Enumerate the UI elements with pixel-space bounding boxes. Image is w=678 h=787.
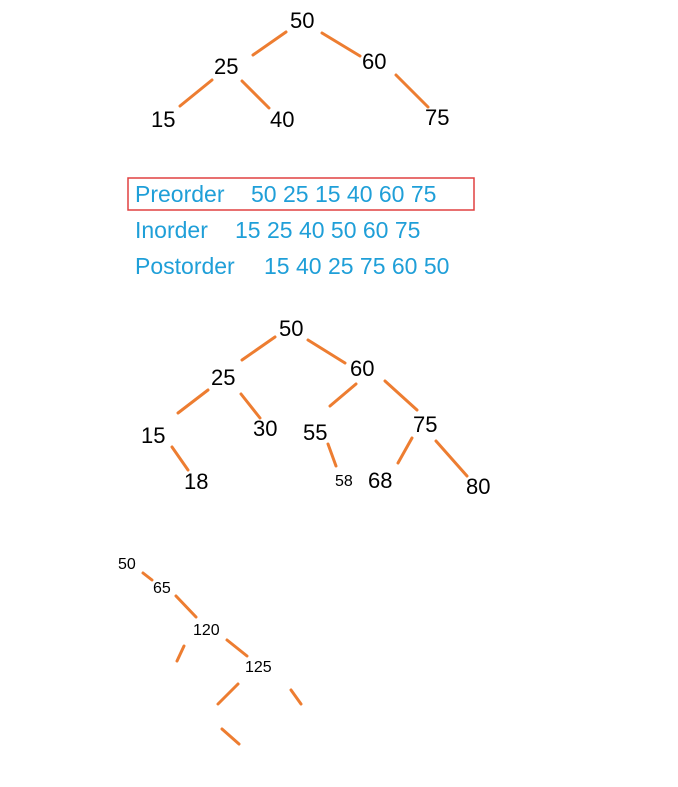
tree2-edge-60-75	[383, 379, 419, 412]
tree1-node-40: 40	[270, 107, 294, 132]
tree-2: 50 25 60 15 30 55 75 18 58 68 80	[141, 316, 490, 499]
tree3-node-125: 125	[245, 659, 272, 676]
tree1-node-60: 60	[362, 49, 386, 74]
tree3-node-50: 50	[118, 556, 136, 573]
tree3-edge-120-left-stub	[175, 644, 186, 663]
tree-1: 50 25 60 15 40 75	[151, 8, 449, 132]
tree1-edge-60-75	[394, 73, 430, 109]
tree1-edge-50-60	[320, 31, 362, 58]
postorder-values: 15 40 25 75 60 50	[264, 253, 449, 279]
tree1-edge-25-40	[240, 79, 271, 110]
preorder-highlight-box	[127, 177, 475, 211]
tree3-node-65: 65	[153, 580, 171, 597]
tree2-edge-60-55	[328, 382, 358, 408]
preorder-values: 50 25 15 40 60 75	[251, 181, 436, 207]
postorder-line: Postorder 15 40 25 75 60 50	[135, 253, 449, 279]
tree1-node-15: 15	[151, 107, 175, 132]
tree2-node-60: 60	[350, 356, 374, 381]
inorder-label: Inorder	[135, 217, 208, 243]
tree2-node-25: 25	[211, 365, 235, 390]
inorder-values: 15 25 40 50 60 75	[235, 217, 420, 243]
tree1-edge-25-15	[178, 78, 214, 108]
tree3-node-120: 120	[193, 622, 220, 639]
tree2-node-55: 55	[303, 420, 327, 445]
tree2-node-80: 80	[466, 474, 490, 499]
tree2-edge-75-80	[434, 439, 469, 478]
tree2-node-50: 50	[279, 316, 303, 341]
tree3-edge-lower-stub	[220, 727, 241, 746]
preorder-label: Preorder	[135, 181, 225, 207]
tree2-edge-50-60	[306, 338, 347, 365]
tree2-edge-55-58	[326, 442, 338, 468]
inorder-line: Inorder 15 25 40 50 60 75	[135, 217, 420, 243]
tree2-edge-15-18	[170, 445, 190, 472]
tree1-node-25: 25	[214, 54, 238, 79]
tree2-edge-50-25	[240, 335, 277, 362]
tree1-node-75: 75	[425, 105, 449, 130]
tree2-node-15: 15	[141, 423, 165, 448]
tree-3: 50 65 120 125	[118, 556, 303, 746]
tree2-node-75: 75	[413, 412, 437, 437]
tree3-edge-50-65	[141, 571, 154, 582]
traversal-list: Preorder 50 25 15 40 60 75 Inorder 15 25…	[127, 177, 475, 279]
tree3-edge-65-120	[174, 594, 198, 619]
tree2-node-18: 18	[184, 469, 208, 494]
tree3-edge-125-left	[216, 682, 240, 706]
tree2-edge-75-68	[396, 436, 414, 465]
tree1-node-50: 50	[290, 8, 314, 33]
tree3-edge-125-right-stub	[289, 688, 303, 706]
tree2-edge-25-15	[176, 388, 210, 415]
tree2-edge-25-30	[239, 392, 262, 420]
postorder-label: Postorder	[135, 253, 235, 279]
tree3-edge-120-125	[225, 638, 249, 658]
preorder-line: Preorder 50 25 15 40 60 75	[135, 181, 436, 207]
tree2-node-58: 58	[335, 473, 353, 490]
tree1-edge-50-25	[251, 30, 288, 57]
tree2-node-68: 68	[368, 468, 392, 493]
tree2-node-30: 30	[253, 416, 277, 441]
